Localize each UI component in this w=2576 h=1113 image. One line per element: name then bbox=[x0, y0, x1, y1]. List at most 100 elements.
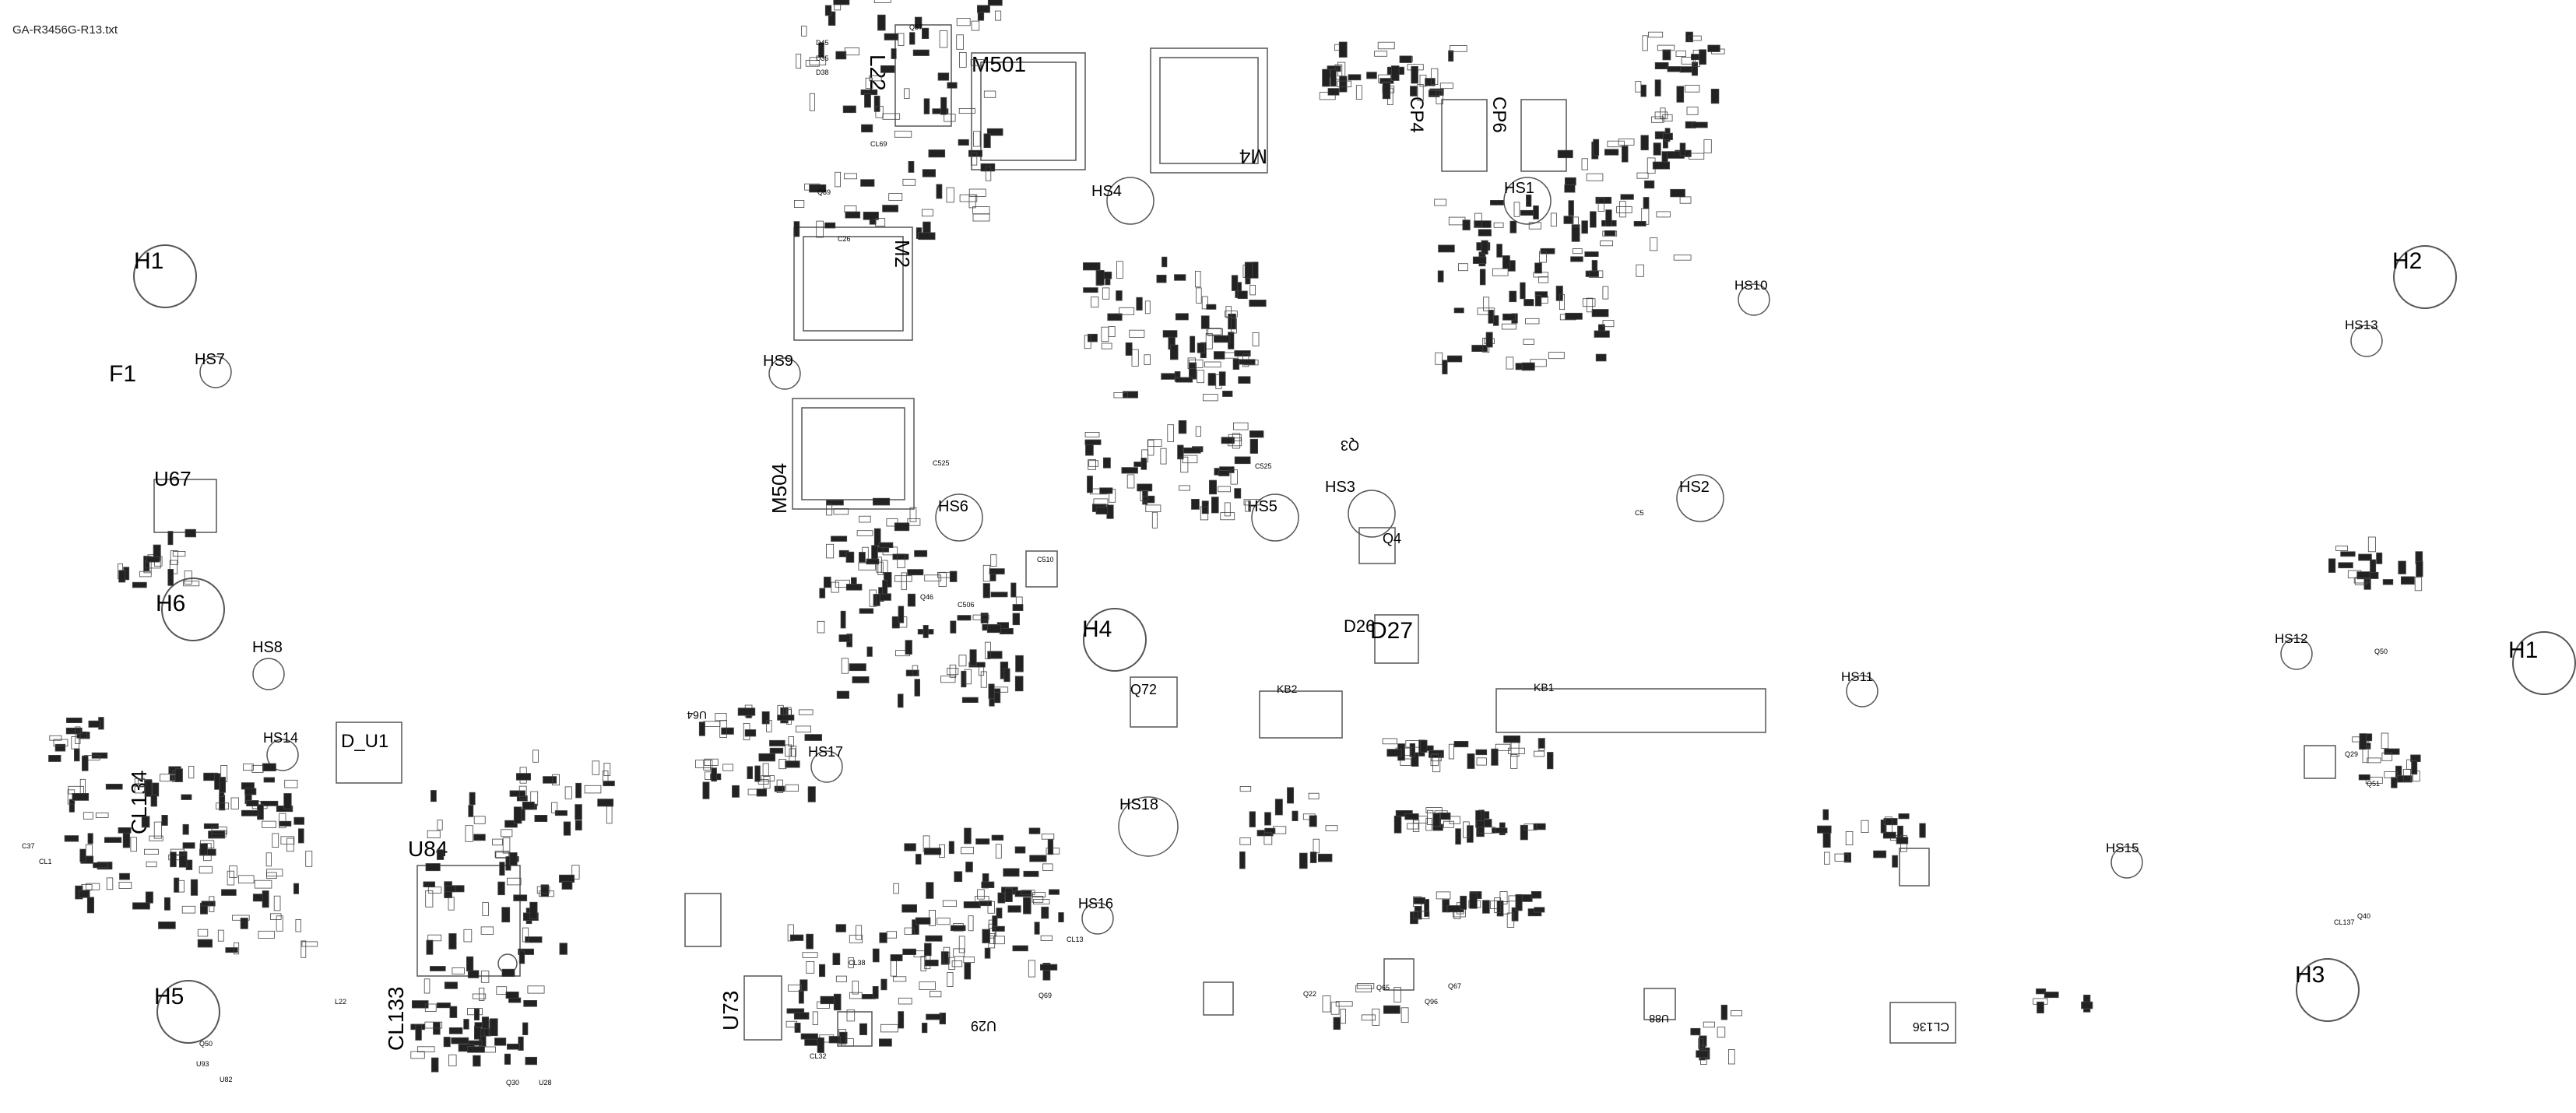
smd-footprint bbox=[502, 837, 511, 854]
smd-footprint bbox=[981, 881, 995, 888]
smd-footprint bbox=[1515, 894, 1523, 911]
designator-label: C510 bbox=[1037, 556, 1054, 564]
smd-footprint bbox=[833, 0, 850, 5]
smd-footprint bbox=[1581, 158, 1588, 170]
smd-footprint bbox=[789, 934, 804, 941]
smd-footprint bbox=[448, 933, 457, 950]
smd-footprint bbox=[130, 837, 137, 852]
smd-footprint bbox=[1471, 345, 1488, 353]
smd-footprint bbox=[958, 139, 969, 146]
smd-footprint bbox=[300, 940, 307, 958]
smd-footprint bbox=[452, 967, 465, 975]
smd-footprint bbox=[1012, 613, 1021, 626]
smd-footprint bbox=[1378, 74, 1391, 83]
smd-footprint bbox=[1007, 905, 1021, 913]
smd-footprint bbox=[985, 166, 992, 181]
smd-footprint bbox=[1557, 149, 1573, 159]
smd-footprint bbox=[1348, 74, 1362, 81]
smd-footprint bbox=[242, 764, 254, 771]
smd-footprint bbox=[785, 1020, 798, 1028]
smd-footprint bbox=[1662, 132, 1673, 140]
smd-footprint bbox=[523, 1000, 538, 1007]
smd-footprint bbox=[451, 1037, 469, 1045]
smd-footprint bbox=[1222, 390, 1233, 397]
smd-footprint bbox=[2382, 579, 2394, 585]
smd-footprint bbox=[592, 760, 600, 775]
designator-label: C525 bbox=[1255, 462, 1272, 470]
smd-footprint bbox=[1176, 377, 1193, 383]
designator-label: Q67 bbox=[1448, 982, 1461, 990]
smd-footprint bbox=[880, 1023, 898, 1033]
smd-footprint bbox=[914, 549, 928, 557]
smd-footprint bbox=[1322, 68, 1330, 87]
smd-footprint bbox=[1391, 65, 1400, 81]
smd-footprint bbox=[801, 26, 807, 37]
smd-footprint bbox=[879, 1038, 892, 1047]
smd-footprint bbox=[1501, 323, 1516, 330]
hole-label: H3 bbox=[2295, 962, 2325, 988]
smd-footprint bbox=[1103, 457, 1111, 469]
designator-label: U93 bbox=[196, 1060, 209, 1068]
smd-footprint bbox=[203, 823, 219, 829]
smd-footprint bbox=[872, 948, 880, 963]
smd-footprint bbox=[122, 830, 131, 848]
smd-footprint bbox=[1523, 823, 1538, 830]
smd-footprint bbox=[119, 872, 130, 880]
smd-footprint bbox=[431, 790, 437, 802]
smd-footprint bbox=[719, 720, 728, 738]
smd-footprint bbox=[806, 933, 814, 950]
smd-footprint bbox=[964, 669, 972, 685]
smd-footprint bbox=[1690, 1027, 1701, 1036]
smd-footprint bbox=[1633, 220, 1646, 226]
smd-footprint bbox=[172, 551, 186, 557]
smd-footprint bbox=[1564, 184, 1576, 193]
smd-footprint bbox=[898, 997, 912, 1005]
smd-footprint bbox=[1327, 88, 1340, 96]
smd-footprint bbox=[886, 931, 897, 939]
module-label: CL133 bbox=[384, 986, 408, 1051]
smd-footprint bbox=[992, 915, 998, 927]
smd-footprint bbox=[973, 131, 981, 147]
smd-footprint bbox=[74, 748, 80, 762]
smd-footprint bbox=[163, 897, 170, 911]
smd-footprint bbox=[1673, 255, 1692, 261]
smd-footprint bbox=[1014, 846, 1026, 854]
smd-footprint bbox=[1206, 304, 1217, 310]
smd-footprint bbox=[1404, 813, 1419, 820]
smd-footprint bbox=[845, 584, 863, 591]
smd-footprint bbox=[1460, 895, 1467, 910]
smd-footprint bbox=[1424, 899, 1429, 917]
smd-footprint bbox=[1572, 248, 1583, 255]
smd-footprint bbox=[216, 802, 230, 809]
smd-footprint bbox=[1688, 35, 1702, 41]
smd-footprint bbox=[987, 901, 995, 914]
smd-footprint bbox=[518, 785, 527, 800]
smd-footprint bbox=[923, 98, 930, 114]
smd-footprint bbox=[1686, 107, 1699, 115]
smd-footprint bbox=[1653, 142, 1661, 156]
module-label: D26 bbox=[1344, 616, 1375, 636]
smd-footprint bbox=[863, 211, 879, 220]
smd-footprint bbox=[466, 956, 474, 971]
smd-footprint bbox=[866, 646, 873, 657]
smd-footprint bbox=[251, 764, 264, 773]
smd-footprint bbox=[1023, 897, 1031, 915]
smd-footprint bbox=[907, 518, 921, 526]
smd-footprint bbox=[1411, 66, 1418, 84]
designator-label: Q96 bbox=[1425, 998, 1438, 1006]
smd-footprint bbox=[859, 515, 871, 523]
smd-footprint bbox=[2037, 1001, 2044, 1014]
smd-footprint bbox=[1319, 92, 1336, 100]
module-label: U64 bbox=[687, 709, 707, 722]
smd-footprint bbox=[1490, 199, 1504, 205]
smd-footprint bbox=[209, 896, 215, 912]
smd-footprint bbox=[201, 901, 216, 907]
smd-footprint bbox=[1478, 827, 1495, 834]
smd-footprint bbox=[1355, 85, 1362, 100]
smd-footprint bbox=[1140, 458, 1147, 470]
smd-footprint bbox=[199, 843, 208, 855]
smd-footprint bbox=[1190, 335, 1196, 353]
module-label: U29 bbox=[971, 1018, 996, 1034]
smd-footprint bbox=[551, 802, 558, 813]
smd-footprint bbox=[985, 641, 991, 659]
